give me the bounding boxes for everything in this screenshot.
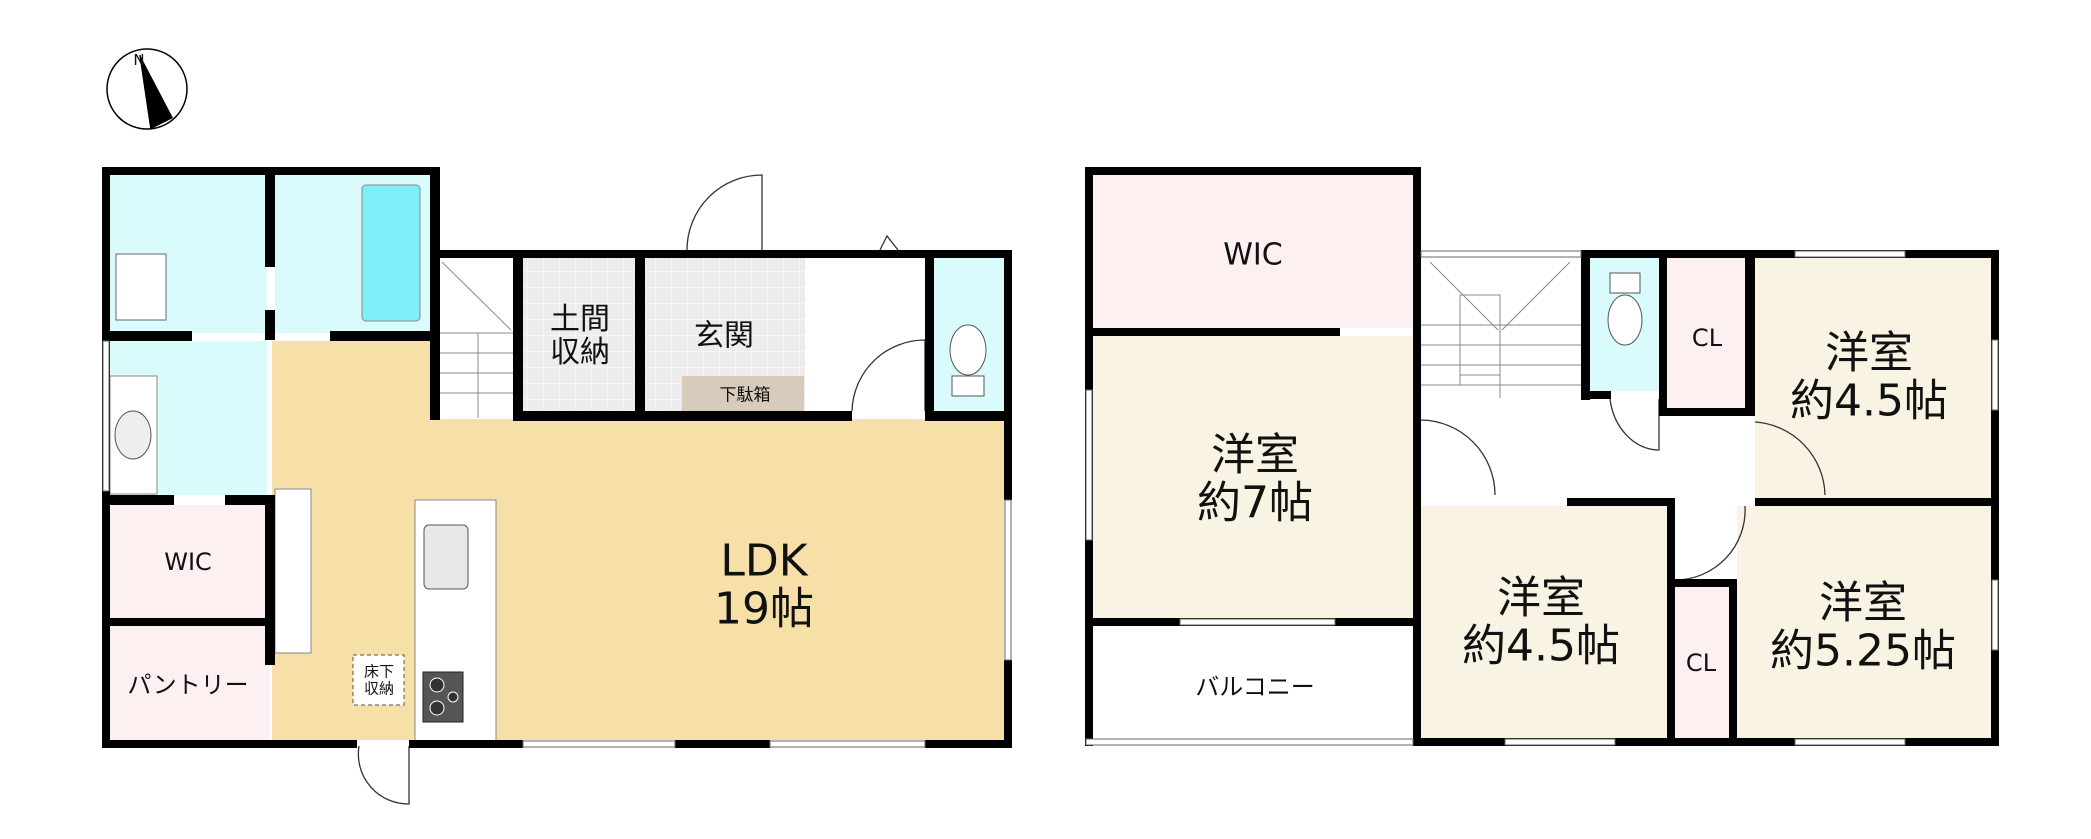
label-line: 床下 <box>363 662 395 681</box>
underfloor-storage <box>352 654 405 706</box>
room-label-genkan: 玄関 <box>694 318 754 354</box>
room-name: 洋室 <box>1496 572 1585 624</box>
room-7 <box>1093 336 1413 618</box>
label-line: 土間 <box>550 302 610 337</box>
room-label-closet-2: CL <box>1685 648 1717 677</box>
room-label-room-45-a: 洋室 約4.5帖 <box>1790 327 1948 427</box>
wic-2f <box>1093 175 1413 328</box>
label-line: 収納 <box>363 679 395 697</box>
room-label-room-45-b: 洋室 約4.5帖 <box>1462 572 1620 672</box>
label-shoe-box: 下駄箱 <box>719 385 771 406</box>
room-size: 約5.25帖 <box>1770 626 1956 677</box>
floor2-windows <box>1085 250 1999 746</box>
wic-1f <box>110 505 267 618</box>
compass-north-label: N <box>133 50 145 69</box>
room-size: 約4.5帖 <box>1462 621 1620 672</box>
room-size: 19帖 <box>714 584 814 635</box>
room-name: 洋室 <box>1819 577 1907 629</box>
room-label-room-525: 洋室 約5.25帖 <box>1770 577 1956 677</box>
room-name: 洋室 <box>1211 429 1299 481</box>
stairs-2f <box>1421 258 1581 398</box>
closet-top <box>1667 258 1745 408</box>
closet-bottom <box>1675 587 1729 738</box>
stairs-1f <box>440 258 513 418</box>
room-45-b <box>1421 506 1667 738</box>
floor2-rooms <box>1093 175 1991 738</box>
room-size: 約4.5帖 <box>1790 376 1948 427</box>
room-size: 約7帖 <box>1197 478 1313 529</box>
hall-1f <box>805 258 925 411</box>
room-name: 洋室 <box>1824 327 1913 379</box>
counter <box>274 488 312 654</box>
room-label-wic-1f: WIC <box>164 547 212 576</box>
pantry <box>110 626 270 740</box>
doma-storage <box>523 258 635 411</box>
room-label-wic-2f: WIC <box>1223 237 1283 273</box>
room-45-a <box>1755 258 1991 498</box>
sink <box>423 524 469 590</box>
room-label-balcony: バルコニー <box>1195 672 1315 701</box>
room-label-room-7: 洋室 約7帖 <box>1197 429 1313 529</box>
floor1-windows <box>102 340 1012 748</box>
room-label-pantry: パントリー <box>127 670 249 699</box>
compass-icon <box>106 48 188 130</box>
room-label-doma-storage: 土間 収納 <box>550 303 610 369</box>
shoe-box <box>682 376 804 411</box>
room-525 <box>1737 506 1991 738</box>
floor2-doors <box>1420 398 1826 581</box>
room-label-closet-1: CL <box>1691 323 1723 352</box>
floor1-rooms <box>109 175 1004 743</box>
bathtub <box>361 184 421 322</box>
room-label-ldk: LDK 19帖 <box>714 535 814 635</box>
room-name: LDK <box>720 535 808 587</box>
washing-machine <box>115 253 167 321</box>
label-line: 収納 <box>550 335 610 370</box>
floor1-doors <box>357 174 926 805</box>
balcony <box>1093 626 1413 738</box>
label-underfloor-storage: 床下 収納 <box>363 662 395 697</box>
